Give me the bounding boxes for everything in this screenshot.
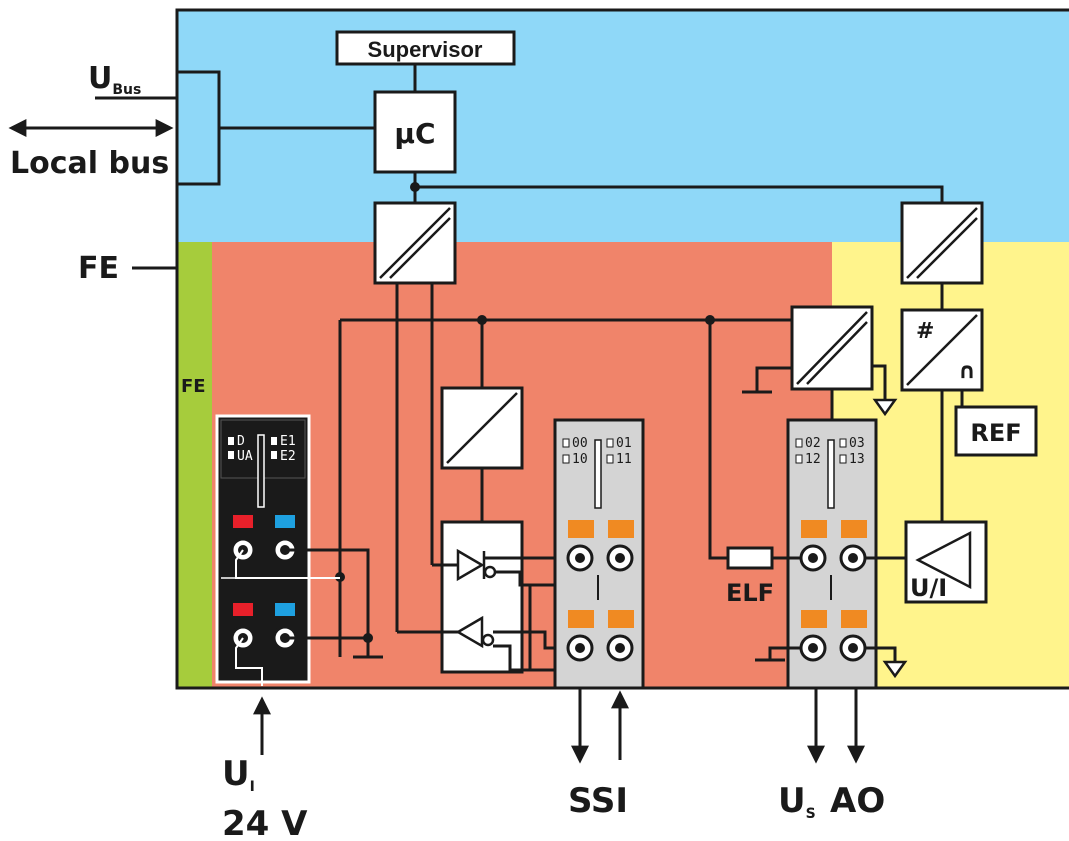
dac-cap-label: ∩ (958, 359, 976, 384)
wire-analog-gnd (872, 364, 887, 400)
ao-led-03: 03 (849, 436, 865, 451)
ao-led-13: 13 (849, 452, 865, 467)
wire-uc-analog (415, 185, 944, 203)
ssi-led-11: 11 (616, 452, 632, 467)
ui-converter-label: U/I (910, 574, 947, 602)
wire-ao-gnd (768, 646, 801, 660)
fuse-icon (726, 546, 774, 570)
ao-led-12: 12 (805, 452, 821, 467)
microcontroller-label: µC (394, 117, 435, 150)
ssi-led-00: 00 (572, 436, 588, 451)
wire-fuse (708, 320, 728, 560)
driver-triangle-icon (397, 615, 495, 649)
power-led-d: D (237, 434, 245, 449)
isolator-icon (900, 201, 984, 285)
terminal-connector-icon (566, 544, 634, 662)
power-led-e1: E1 (280, 434, 296, 449)
wire-ao-gnd2 (865, 646, 897, 662)
local-bus-label: Local bus (10, 146, 169, 181)
ground-icon (882, 660, 908, 679)
isolator-icon (373, 201, 457, 285)
ui-label: UI (222, 754, 255, 795)
ssi-led-01: 01 (616, 436, 632, 451)
amplifier-icon (915, 530, 972, 590)
isolator-icon (790, 305, 874, 391)
driver-triangle-icon (432, 548, 497, 582)
isolator-icon (440, 386, 524, 470)
dac-hash-label: # (916, 319, 934, 344)
wire-power-bridge (235, 637, 263, 686)
ref-box (954, 405, 1038, 457)
us-label: US (778, 781, 816, 822)
fe-strip (177, 242, 212, 688)
ground-icon (872, 398, 898, 417)
ground-icon (755, 366, 792, 392)
power-led-e2: E2 (280, 449, 296, 464)
fe-strip-label: FE (181, 376, 206, 397)
elf-label: ELF (726, 579, 774, 607)
fe-outside-label: FE (78, 251, 119, 286)
voltage-24v-label: 24 V (222, 804, 308, 841)
ssi-led-10: 10 (572, 452, 588, 467)
ssi-label: SSI (568, 781, 628, 821)
supervisor-label: Supervisor (368, 37, 483, 62)
ubus-label: UBus (88, 61, 141, 98)
dac-box (900, 308, 984, 392)
junction-dot (363, 633, 373, 643)
ao-led-02: 02 (805, 436, 821, 451)
ref-label: REF (970, 419, 1021, 447)
supervisor-box (335, 30, 516, 66)
wire-power-bridge (235, 549, 340, 579)
power-led-ua: UA (237, 449, 253, 464)
ao-label: AO (830, 781, 885, 821)
wire-power-right (285, 548, 370, 657)
microcontroller-box (373, 90, 457, 174)
